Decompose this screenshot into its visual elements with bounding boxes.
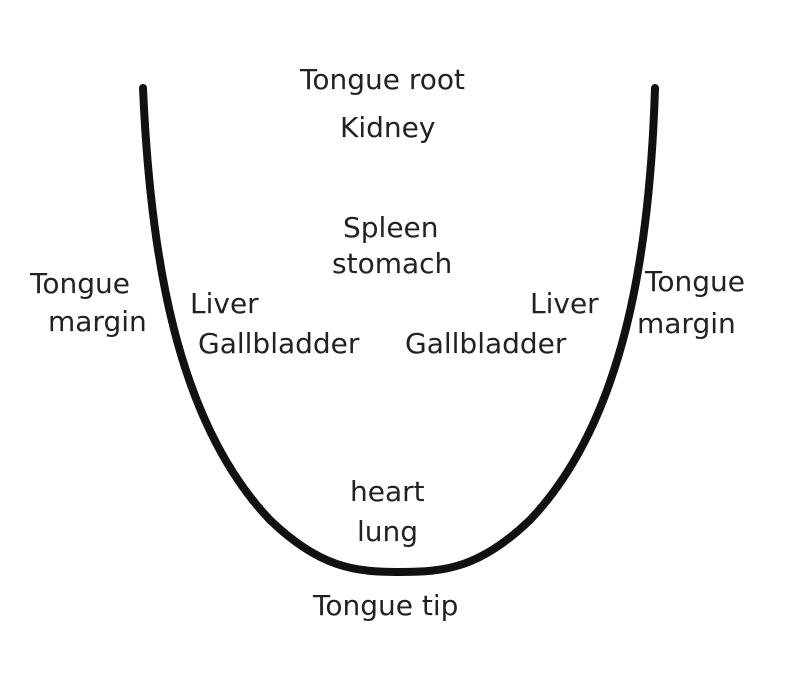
label-stomach: stomach <box>332 247 453 280</box>
label-right-margin-2: margin <box>637 307 736 340</box>
label-heart: heart <box>350 475 425 508</box>
label-right-margin-1: Tongue <box>645 265 745 298</box>
label-spleen: Spleen <box>343 211 439 244</box>
label-left-liver: Liver <box>190 287 259 320</box>
label-left-margin-2: margin <box>48 305 147 338</box>
label-left-margin-1: Tongue <box>30 267 130 300</box>
label-tongue-tip: Tongue tip <box>313 589 459 622</box>
label-right-liver: Liver <box>530 287 599 320</box>
label-left-gallbladder: Gallbladder <box>198 327 360 360</box>
label-tongue-root: Tongue root <box>300 63 466 96</box>
label-right-gallbladder: Gallbladder <box>405 327 567 360</box>
label-lung: lung <box>357 515 419 548</box>
label-kidney: Kidney <box>340 111 436 144</box>
